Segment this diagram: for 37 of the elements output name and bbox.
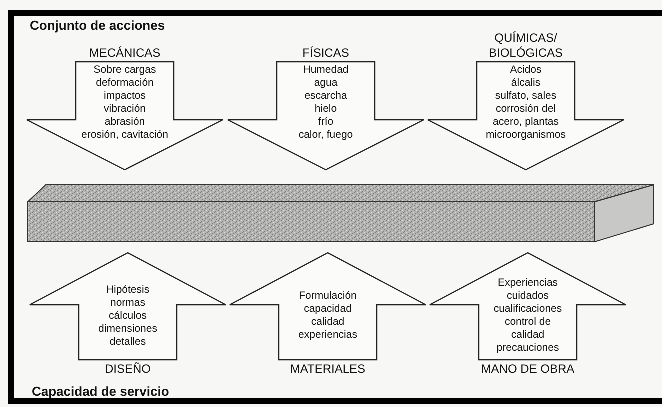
list-item: capacidad	[304, 303, 352, 316]
list-item: calidad	[311, 316, 345, 329]
list-item: precauciones	[496, 342, 560, 355]
category-heading: MATERIALES	[289, 362, 367, 377]
list-item: hielo	[314, 103, 338, 116]
list-item: cuidados	[506, 290, 550, 303]
list-item: escarcha	[304, 90, 348, 103]
list-item: Experiencias	[498, 277, 558, 290]
list-item: normas	[110, 296, 146, 310]
list-item: cualificaciones	[494, 303, 562, 316]
list-item: abrasión	[104, 116, 146, 129]
list-item: detalles	[110, 336, 146, 348]
list-item: experiencias	[298, 329, 358, 342]
list-item: Formulación	[299, 290, 357, 303]
list-item: erosión, cavitación	[82, 129, 168, 142]
list-item: Hipótesis	[106, 284, 150, 296]
list-item: Humedad	[303, 64, 349, 77]
list-item: microorganismos	[486, 129, 566, 142]
category-heading: MANO DE OBRA	[480, 362, 576, 377]
category-heading: FÍSICAS	[302, 46, 350, 61]
category-heading: QUÍMICAS/ BIOLÓGICAS	[488, 31, 564, 61]
list-item: Acidos	[510, 64, 542, 77]
list-item: álcalis	[511, 77, 541, 90]
category-heading: MECÁNICAS	[88, 46, 162, 61]
section-title: Capacidad de servicio	[32, 384, 170, 399]
list-item: sulfato, sales	[495, 90, 557, 103]
category-heading: DISEÑO	[104, 362, 152, 377]
list-item: agua	[314, 77, 338, 90]
section-title: Conjunto de acciones	[30, 18, 166, 33]
list-item: calor, fuego	[298, 129, 354, 142]
list-item: cálculos	[109, 310, 147, 322]
list-item: dimensiones	[98, 322, 158, 336]
list-item: Sobre cargas	[94, 64, 156, 77]
list-item: impactos	[104, 90, 146, 103]
list-item: frío	[318, 116, 334, 129]
list-item: vibración	[104, 103, 146, 116]
list-item: deformación	[96, 77, 154, 90]
